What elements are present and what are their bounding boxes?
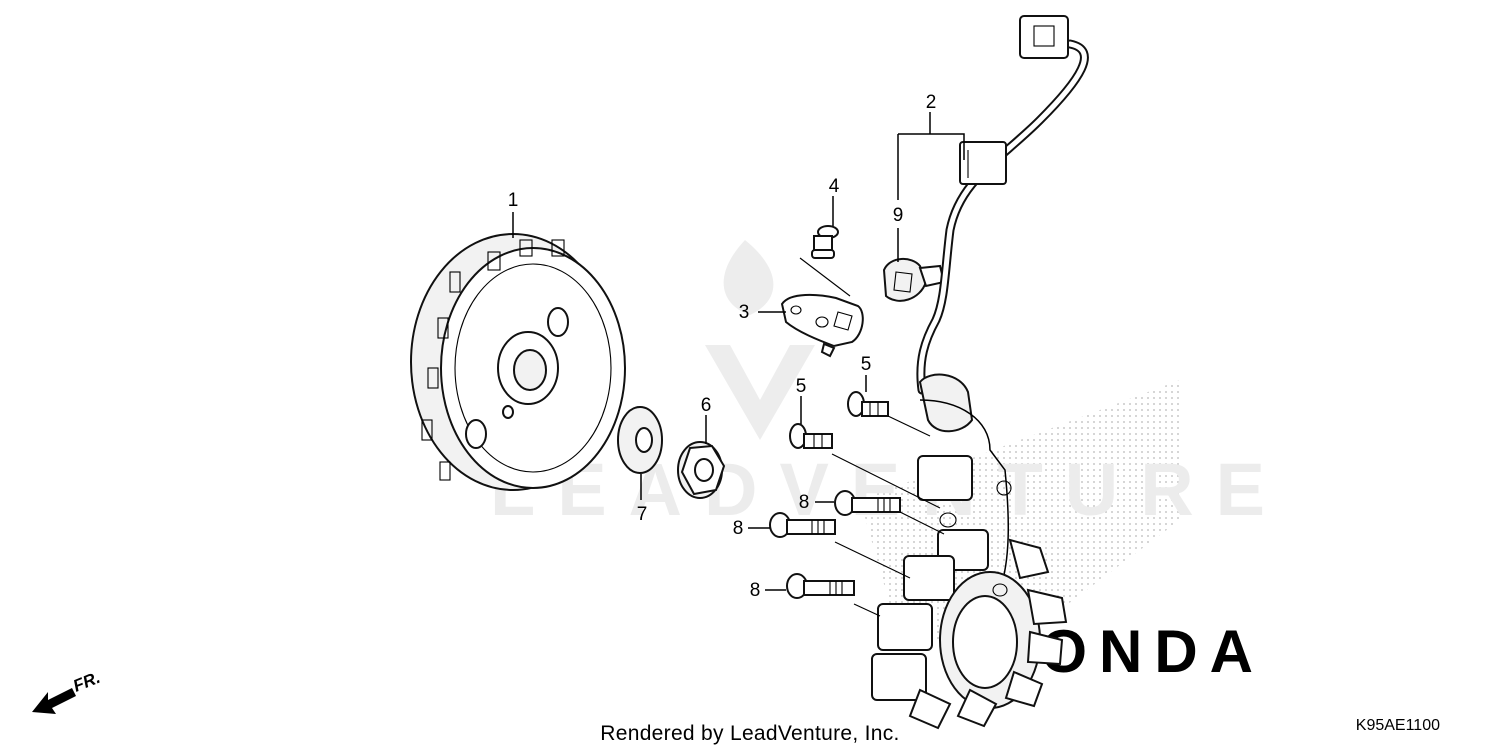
callout-7: 7	[637, 504, 648, 525]
callout-8-c: 8	[750, 580, 761, 601]
v-watermark-icon	[705, 345, 815, 440]
part-bolt-8-a[interactable]	[834, 490, 901, 516]
diagram-code: K95AE1100	[1356, 717, 1440, 734]
front-direction-indicator: FR.	[32, 668, 103, 714]
part-flange-nut[interactable]	[677, 441, 726, 499]
callout-6: 6	[701, 395, 712, 416]
callout-9: 9	[893, 205, 904, 226]
part-stator[interactable]	[871, 399, 1068, 730]
part-washer[interactable]	[617, 406, 663, 474]
front-arrow-icon	[32, 688, 76, 714]
leader-lines	[512, 112, 965, 617]
part-flywheel[interactable]	[410, 233, 626, 491]
part-bolt-8-c[interactable]	[786, 573, 855, 599]
part-bolt-5-lower[interactable]	[789, 423, 833, 449]
callout-5-lower: 5	[796, 376, 807, 397]
callout-4: 4	[829, 176, 840, 197]
callout-1: 1	[508, 190, 519, 211]
callout-2: 2	[926, 92, 937, 113]
callout-5-upper: 5	[861, 354, 872, 375]
leadventure-watermark: LEADVENTURE	[490, 240, 1287, 531]
flame-watermark-icon	[723, 240, 774, 315]
callout-labels: 1 2 3 4 5 5 6 7 8 8 8 9	[508, 92, 937, 601]
callout-3: 3	[739, 302, 750, 323]
part-bolt-5-upper[interactable]	[847, 391, 889, 417]
part-setting-plate[interactable]	[780, 293, 864, 358]
render-credit: Rendered by LeadVenture, Inc.	[600, 722, 899, 745]
part-grommet[interactable]	[882, 258, 946, 302]
part-bolt-8-b[interactable]	[769, 512, 836, 538]
part-wire-harness[interactable]	[916, 15, 1089, 433]
watermark-text: LEADVENTURE	[490, 448, 1287, 531]
callout-8-b: 8	[733, 518, 744, 539]
part-bolt-4[interactable]	[811, 225, 839, 259]
callout-8-a: 8	[799, 492, 810, 513]
direction-label: FR.	[70, 668, 103, 696]
